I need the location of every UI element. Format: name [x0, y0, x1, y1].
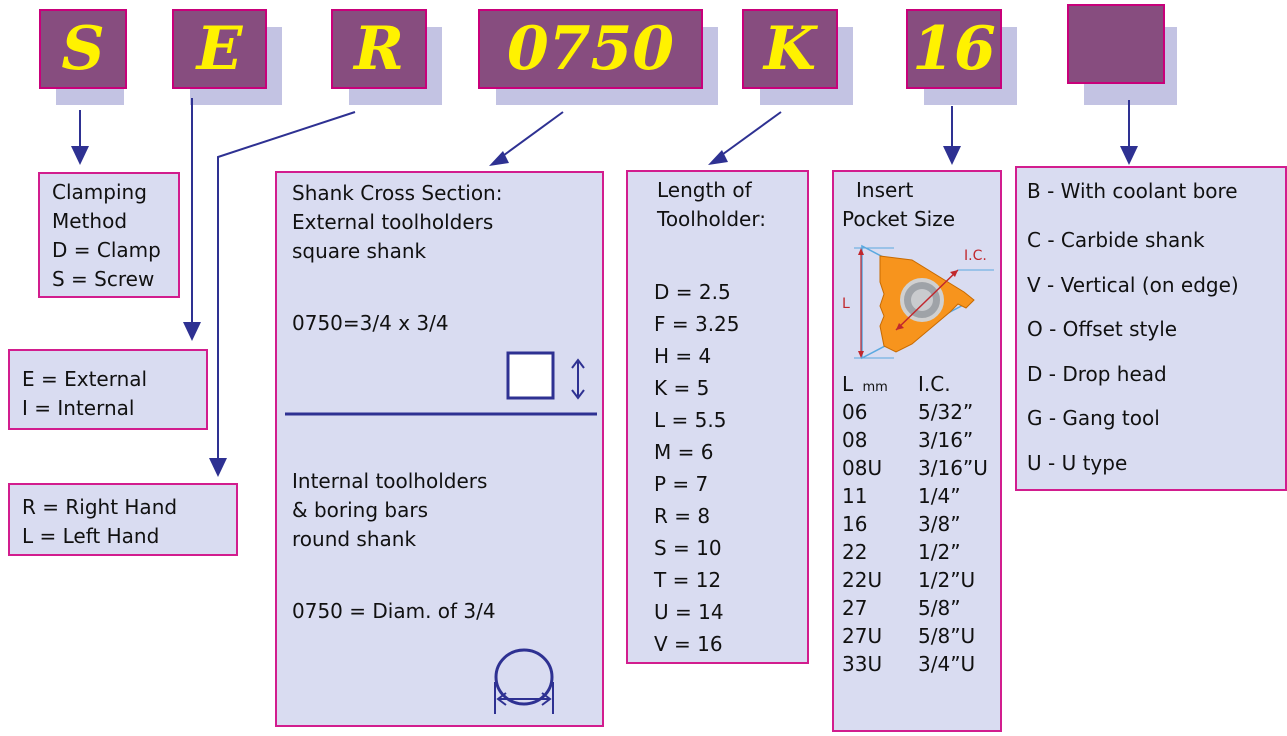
length-item: S = 10 — [654, 536, 722, 560]
insert-row-l: 33U — [842, 652, 883, 676]
insert-table-l-col: 06 08 08U 11 16 22 22U 27 27U 33U — [842, 398, 882, 678]
length-item: R = 8 — [654, 504, 711, 528]
clamping-method-panel: Clamping Method D = Clamp S = Screw — [38, 172, 180, 298]
insert-row-ic: 5/8” — [918, 596, 961, 620]
shank-external-text: Shank Cross Section: External toolholder… — [292, 179, 502, 266]
insert-diagram — [854, 244, 994, 360]
code-shank: 0750 — [478, 9, 703, 89]
hand-type-line: I = Internal — [22, 396, 135, 420]
arrow-length — [718, 111, 782, 158]
shank-external-line: External toolholders — [292, 210, 494, 234]
insert-row-ic: 3/8” — [918, 512, 961, 536]
shank-external-code: 0750=3/4 x 3/4 — [292, 311, 449, 335]
option-item: G - Gang tool — [1027, 406, 1160, 430]
length-item: T = 12 — [654, 568, 722, 592]
clamping-line: D = Clamp — [52, 238, 161, 262]
insert-pocket-panel: Insert Pocket Size I.C. L L mm I.C. 06 0… — [832, 170, 1002, 732]
arrow-shank — [499, 111, 564, 159]
insert-row-ic: 1/2” — [918, 540, 961, 564]
insert-row-l: 08 — [842, 428, 868, 452]
length-item: K = 5 — [654, 376, 710, 400]
insert-title-line: Insert — [856, 178, 914, 202]
code-clamping: S — [39, 9, 127, 89]
shank-cross-section-panel: Shank Cross Section: External toolholder… — [275, 171, 604, 727]
insert-table-ic-col: 5/32” 3/16” 3/16”U 1/4” 3/8” 1/2” 1/2”U … — [918, 398, 988, 678]
length-item: F = 3.25 — [654, 312, 740, 336]
option-item: C - Carbide shank — [1027, 228, 1205, 252]
insert-row-l: 06 — [842, 400, 868, 424]
length-title: Length of Toolholder: — [657, 176, 766, 234]
hand-type-line: E = External — [22, 367, 148, 391]
length-list: D = 2.5 F = 3.25 H = 4 K = 5 L = 5.5 M =… — [654, 276, 740, 660]
length-item: H = 4 — [654, 344, 712, 368]
option-item: D - Drop head — [1027, 361, 1167, 386]
shank-external-line: Shank Cross Section: — [292, 181, 503, 205]
insert-title-line: Pocket Size — [842, 207, 956, 231]
insert-ic-label: I.C. — [964, 248, 987, 264]
length-item: M = 6 — [654, 440, 714, 464]
insert-row-ic: 3/4”U — [918, 652, 976, 676]
insert-row-l: 27U — [842, 624, 883, 648]
insert-ic-dimension — [895, 269, 959, 331]
shank-internal-line: & boring bars — [292, 498, 428, 522]
insert-row-ic: 1/4” — [918, 484, 961, 508]
insert-row-ic: 5/8”U — [918, 624, 976, 648]
shank-internal-line: Internal toolholders — [292, 469, 488, 493]
option-item: B - With coolant bore — [1027, 179, 1238, 203]
insert-row-l: 22 — [842, 540, 868, 564]
clamping-line: S = Screw — [52, 267, 155, 291]
insert-title: Insert Pocket Size — [842, 176, 955, 234]
options-panel: B - With coolant bore C - Carbide shank … — [1015, 166, 1287, 491]
insert-row-l: 11 — [842, 484, 868, 508]
hand-line: L = Left Hand — [22, 524, 160, 548]
code-options — [1067, 4, 1165, 84]
insert-header-l: L — [842, 372, 854, 396]
code-hand-type: E — [172, 9, 267, 89]
insert-row-l: 16 — [842, 512, 868, 536]
clamping-line: Clamping — [52, 180, 147, 204]
insert-header-ic: I.C. — [918, 372, 951, 396]
length-item: P = 7 — [654, 472, 709, 496]
shank-internal-text: Internal toolholders & boring bars round… — [292, 467, 487, 554]
option-item: V - Vertical (on edge) — [1027, 272, 1239, 297]
code-length: K — [742, 9, 838, 89]
insert-row-ic: 3/16”U — [918, 456, 988, 480]
insert-row-ic: 1/2”U — [918, 568, 976, 592]
length-item: V = 16 — [654, 632, 723, 656]
option-item: U - U type — [1027, 450, 1128, 475]
shank-internal-code: 0750 = Diam. of 3/4 — [292, 599, 496, 623]
length-item: L = 5.5 — [654, 408, 727, 432]
code-hand: R — [331, 9, 427, 89]
insert-l-label: L — [842, 296, 850, 312]
code-insert-size: 16 — [906, 9, 1002, 89]
length-item: U = 14 — [654, 600, 724, 624]
hand-type-panel: E = External I = Internal — [8, 349, 208, 430]
clamping-line: Method — [52, 209, 128, 233]
insert-row-l: 22U — [842, 568, 883, 592]
insert-row-ic: 3/16” — [918, 428, 974, 452]
hand-panel: R = Right Hand L = Left Hand — [8, 483, 238, 556]
insert-row-l: 27 — [842, 596, 868, 620]
hand-line: R = Right Hand — [22, 495, 178, 519]
insert-header-mm: mm — [862, 380, 888, 395]
length-item: D = 2.5 — [654, 280, 731, 304]
insert-table-header: L mm — [842, 370, 888, 402]
insert-row-l: 08U — [842, 456, 883, 480]
length-panel: Length of Toolholder: D = 2.5 F = 3.25 H… — [626, 170, 809, 664]
insert-row-ic: 5/32” — [918, 400, 974, 424]
shank-internal-line: round shank — [292, 527, 417, 551]
option-item: O - Offset style — [1027, 317, 1178, 341]
length-title-line: Toolholder: — [657, 207, 766, 231]
shank-external-line: square shank — [292, 239, 427, 263]
length-title-line: Length of — [657, 178, 752, 202]
